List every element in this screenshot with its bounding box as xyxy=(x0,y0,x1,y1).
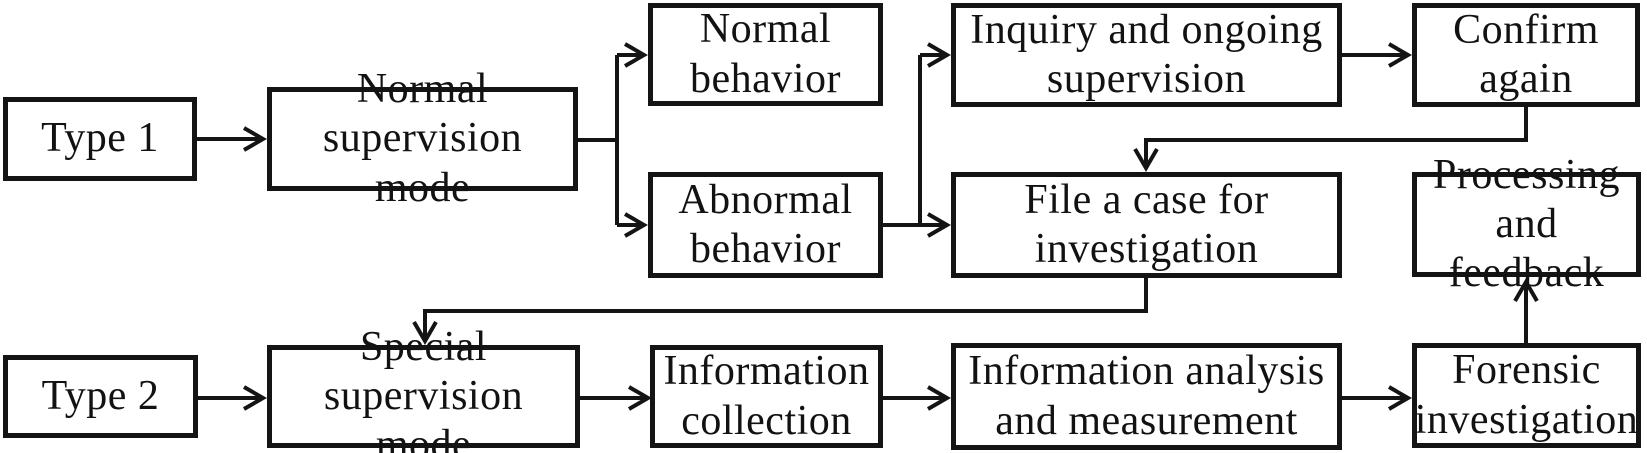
box-processing-feedback-label: Processing and feedback xyxy=(1433,151,1620,297)
box-type-2: Type 2 xyxy=(3,355,198,438)
box-confirm-again-label: Confirm again xyxy=(1453,6,1599,102)
box-forensic-label: Forensic investigation xyxy=(1414,347,1639,443)
box-information-collection: Information collection xyxy=(650,345,883,448)
box-type-1-label: Type 1 xyxy=(41,115,159,162)
box-special-supervision-mode: Special supervision mode xyxy=(267,324,580,453)
box-inquiry-and-ongoing-supervision: Inquiry and ongoing supervision xyxy=(951,3,1342,107)
box-special-supervision-mode-label: Special supervision mode xyxy=(323,323,524,453)
box-forensic-investigation: Forensic investigation xyxy=(1412,343,1641,448)
box-confirm-again: Confirm again xyxy=(1412,3,1640,107)
box-type-1: Type 1 xyxy=(3,97,197,181)
box-normal-behavior: Normal behavior xyxy=(648,3,883,106)
box-info-analysis-label: Information analysis and measurement xyxy=(968,348,1325,444)
box-processing-and-feedback: Processing and feedback xyxy=(1412,152,1641,296)
box-file-case-label: File a case for investigation xyxy=(1024,176,1269,272)
box-abnormal-behavior-label: Abnormal behavior xyxy=(678,176,853,272)
box-normal-supervision-mode: Normal supervision mode xyxy=(267,66,578,211)
box-information-analysis-and-measurement: Information analysis and measurement xyxy=(951,343,1342,450)
box-inquiry-label: Inquiry and ongoing supervision xyxy=(970,6,1323,102)
box-normal-behavior-label: Normal behavior xyxy=(690,6,841,102)
line-abnormal-split-vertical xyxy=(883,55,922,227)
box-file-a-case-for-investigation: File a case for investigation xyxy=(951,172,1342,278)
box-normal-supervision-mode-label: Normal supervision mode xyxy=(322,66,523,211)
box-type-2-label: Type 2 xyxy=(41,372,160,419)
box-abnormal-behavior: Abnormal behavior xyxy=(648,172,883,278)
box-info-collection-label: Information collection xyxy=(663,348,870,444)
